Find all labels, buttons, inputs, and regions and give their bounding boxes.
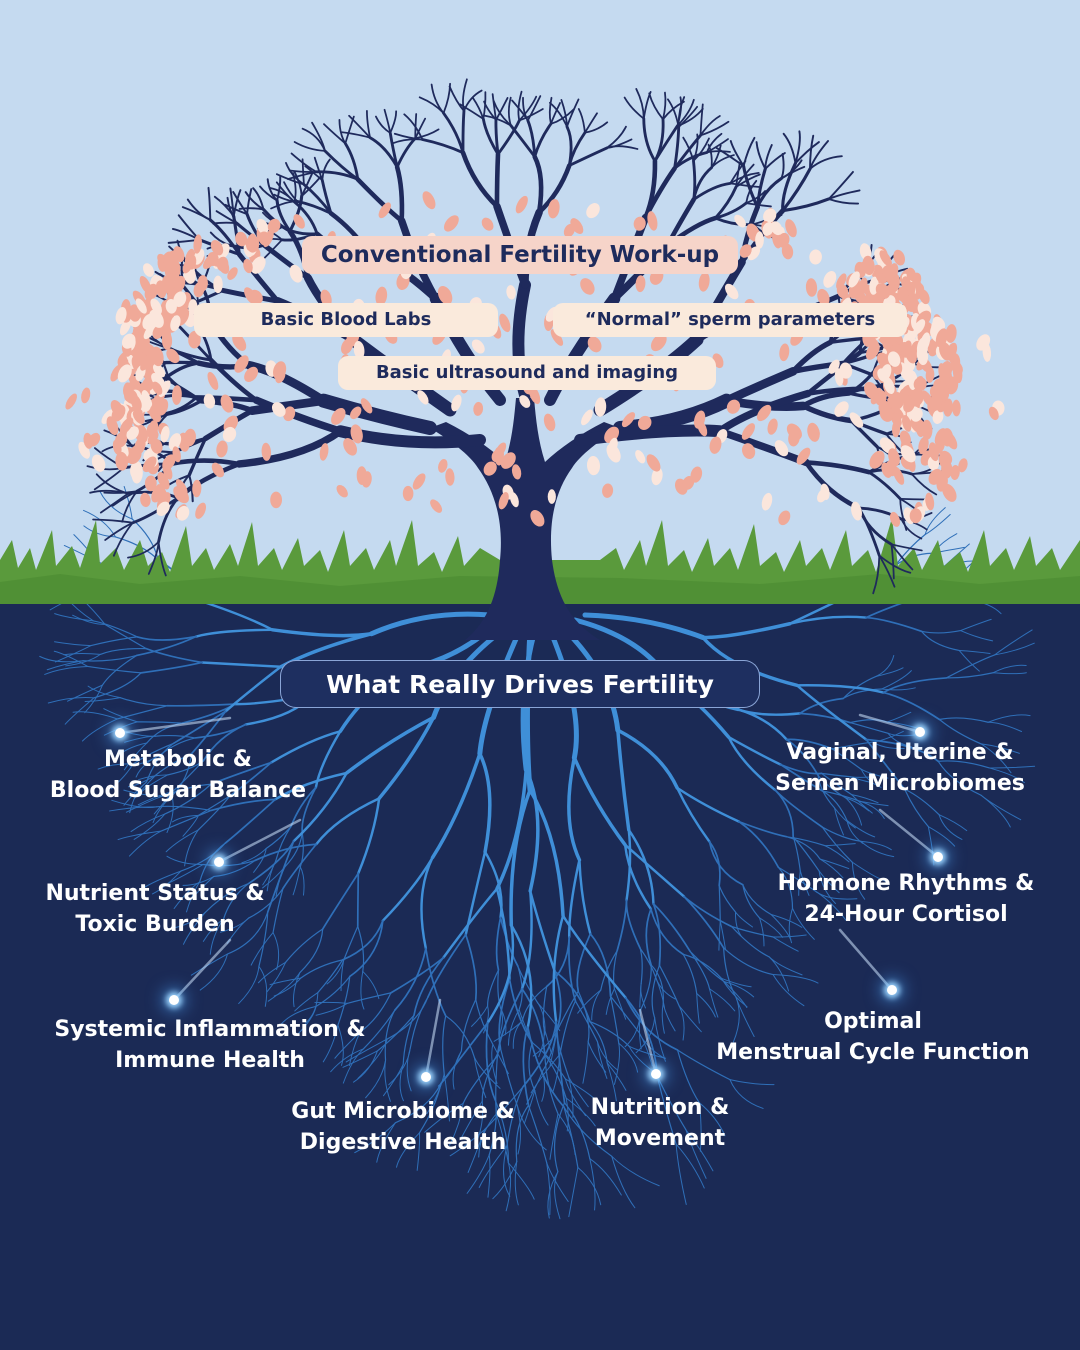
- factor-hormone-line-2: 24-Hour Cortisol: [804, 902, 1008, 927]
- factor-nutrition-movement: Nutrition & Movement: [576, 1092, 744, 1154]
- root-glow-lines: [118, 713, 940, 1079]
- factor-gut-line-1: Gut Microbiome &: [291, 1099, 515, 1124]
- factor-hormone-line-1: Hormone Rhythms &: [777, 871, 1035, 896]
- glow-dot-metabolic: [115, 728, 125, 738]
- roots-section-title: What Really Drives Fertility: [280, 660, 760, 708]
- factor-nutrition-line-2: Movement: [594, 1126, 726, 1151]
- factor-nutrient-line-2: Toxic Burden: [75, 912, 235, 937]
- factor-microbiomes-line-1: Vaginal, Uterine &: [786, 740, 1014, 765]
- glow-dot-menstrual: [887, 985, 897, 995]
- factor-nutrition-line-1: Nutrition &: [590, 1095, 730, 1120]
- glow-dot-hormone: [933, 852, 943, 862]
- factor-gut-microbiome: Gut Microbiome & Digestive Health: [274, 1096, 532, 1158]
- factor-metabolic-line-1: Metabolic &: [103, 747, 252, 772]
- factor-nutrient-line-1: Nutrient Status &: [45, 881, 265, 906]
- soil-background: [0, 600, 1080, 1350]
- basic-blood-labs-label: Basic Blood Labs: [194, 303, 498, 337]
- glow-dot-nutrient: [214, 857, 224, 867]
- factor-metabolic: Metabolic & Blood Sugar Balance: [30, 744, 326, 806]
- factor-inflammation-line-2: Immune Health: [115, 1048, 305, 1073]
- factor-menstrual-line-2: Menstrual Cycle Function: [716, 1040, 1030, 1065]
- basic-ultrasound-imaging-label: Basic ultrasound and imaging: [338, 356, 716, 390]
- normal-sperm-parameters-label: “Normal” sperm parameters: [553, 303, 907, 337]
- tree-trunk: [430, 398, 620, 640]
- factor-inflammation-line-1: Systemic Inflammation &: [54, 1017, 366, 1042]
- factor-hormone-rhythms: Hormone Rhythms & 24-Hour Cortisol: [756, 868, 1056, 930]
- glow-dot-nutrition: [651, 1069, 661, 1079]
- glow-dot-microbiomes: [915, 727, 925, 737]
- factor-gut-line-2: Digestive Health: [299, 1130, 507, 1155]
- factor-menstrual-line-1: Optimal: [824, 1009, 922, 1034]
- factor-microbiomes: Vaginal, Uterine & Semen Microbiomes: [750, 737, 1050, 799]
- factor-nutrient-status: Nutrient Status & Toxic Burden: [30, 878, 280, 940]
- glow-dot-gut: [421, 1072, 431, 1082]
- factor-microbiomes-line-2: Semen Microbiomes: [775, 771, 1025, 796]
- factor-metabolic-line-2: Blood Sugar Balance: [49, 778, 307, 803]
- factor-inflammation: Systemic Inflammation & Immune Health: [30, 1014, 390, 1076]
- conventional-workup-title: Conventional Fertility Work-up: [302, 236, 738, 274]
- glow-dot-inflammation: [169, 995, 179, 1005]
- factor-menstrual-cycle: Optimal Menstrual Cycle Function: [690, 1006, 1056, 1068]
